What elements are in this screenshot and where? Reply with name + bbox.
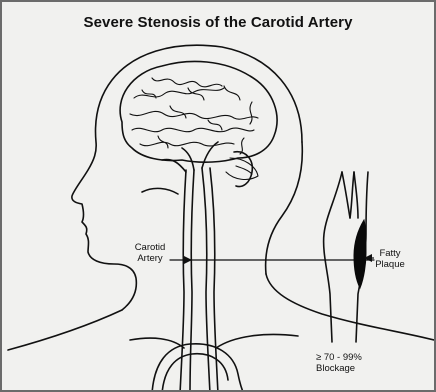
fatty-plaque xyxy=(354,220,366,288)
shoulder-right-outline xyxy=(266,274,434,340)
carotid-branch-brain xyxy=(182,142,218,170)
carotid-vessel-right xyxy=(202,168,210,392)
brain-outline xyxy=(120,61,277,162)
head-outline xyxy=(72,45,302,310)
cerebellum xyxy=(226,158,258,179)
carotid-vessel-left-inner xyxy=(190,170,194,392)
carotid-label-line2: Artery xyxy=(130,253,170,264)
carotid-vessel-left xyxy=(180,170,186,392)
plaque-label-line2: Plaque xyxy=(370,259,410,270)
carotid-branch-face xyxy=(142,160,186,195)
carotid-artery-label: Carotid Artery xyxy=(130,242,170,264)
bifurcation-inner-branch xyxy=(354,172,358,218)
bifurcation-inner-right xyxy=(350,172,354,218)
bifurcation-inner-left xyxy=(342,172,350,218)
shoulder-outline xyxy=(8,310,122,350)
blockage-label-line1: ≥ 70 - 99% xyxy=(316,352,372,363)
blockage-label-line2: Blockage xyxy=(316,363,372,374)
plaque-label-line1: Fatty xyxy=(370,248,410,259)
blockage-label: ≥ 70 - 99% Blockage xyxy=(316,352,372,374)
fatty-plaque-label: Fatty Plaque xyxy=(370,248,410,270)
carotid-label-line1: Carotid xyxy=(130,242,170,253)
neck-back-outline xyxy=(266,142,303,274)
brain-folds xyxy=(130,78,258,154)
aortic-arch xyxy=(152,344,244,392)
